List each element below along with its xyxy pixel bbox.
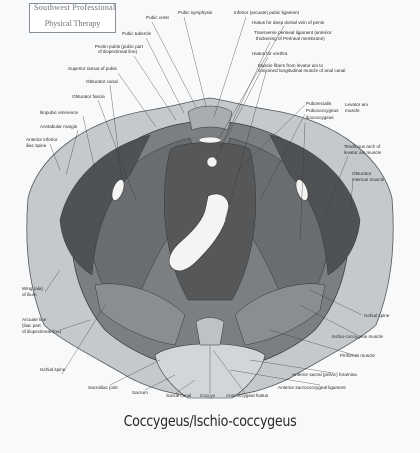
label-puborectalis: Puborectalis	[306, 101, 332, 106]
label-sacroiliac-joint: Sacroiliac joint	[88, 385, 118, 390]
label-anococcygeal: Anococcygeal hiatus	[226, 393, 269, 398]
dorsal-vein-hiatus	[199, 137, 221, 143]
label-hiatus-urethra: Hiatus for urethra	[252, 51, 288, 56]
label-piriformis: Piriformis muscle	[340, 353, 375, 358]
urethra-hiatus	[207, 157, 217, 167]
label-ischial-spine-left: Ischial spine	[40, 367, 66, 372]
label-arcuate-3: of iliopectineal line)	[22, 329, 62, 334]
label-levator-ani-2: muscle	[345, 108, 360, 113]
label-obturator-canal: Obturator canal	[86, 79, 118, 84]
label-tendinous-arch-2: levator ani muscle	[344, 150, 381, 155]
label-superior-ramus: Superior ramus of pubis	[68, 66, 117, 71]
label-transverse-perineal-1: Transverse perineal ligament (anterior	[254, 30, 332, 35]
label-anterior-inferior-2: iliac spine	[26, 143, 47, 148]
label-obturator-fascia: Obturator fascia	[72, 94, 105, 99]
label-anterior-sacrococcygeal: Anterior sacrococcygeal ligament	[278, 385, 346, 390]
label-sacrum: Sacrum	[132, 390, 148, 395]
label-ischio-coccygeus: Ischio-coccygeus muscle	[332, 334, 384, 339]
pubic-symphysis	[188, 106, 232, 130]
label-anterior-inferior-1: Anterior inferior	[26, 137, 58, 142]
label-pubic-crest: Pubic crest	[146, 15, 169, 20]
diagram-caption: Coccygeus/Ischio-coccygeus	[38, 412, 382, 430]
label-pubic-tubercle: Pubic tubercle	[122, 31, 152, 36]
label-hiatus-dorsal-vein: Hiatus for deep dorsal vein of penis	[252, 20, 325, 25]
label-wing-2: of ilium	[22, 292, 37, 297]
label-muscle-fibers-2: conjoined longitudinal muscle of anal ca…	[258, 68, 345, 73]
label-acetabular-margin: Acetabular margin	[40, 124, 78, 129]
label-transverse-perineal-2: thickening of Perineal membrane)	[256, 36, 325, 41]
label-pubococcygeus: Pubococcygeus	[306, 108, 339, 113]
label-wing-1: Wing (ala)	[22, 286, 43, 291]
label-anterior-sacral-foramina: Anterior sacral (pelvic) foramina	[292, 372, 357, 377]
label-iliopubic-eminence: Iliopubic eminence	[40, 110, 78, 115]
label-tendinous-arch-1: Tendinous arch of	[344, 144, 381, 149]
label-inferior-pubic-ligament: Inferior (arcuate) pubic ligament	[234, 10, 300, 15]
label-iliococcygeus: Iliococcygeus	[306, 115, 334, 120]
label-arcuate-2: (iliac part	[22, 323, 41, 328]
label-obturator-internus-2: internus muscle	[352, 177, 385, 182]
label-levator-ani-1: Levator ani	[345, 102, 368, 107]
label-ischial-spine-right: Ischial spine	[364, 313, 390, 318]
label-sacral-canal: Sacral canal	[166, 393, 191, 398]
label-pubic-symphysis: Pubic symphysis	[178, 10, 213, 15]
label-coccyx: Coccyx	[200, 393, 216, 398]
label-arcuate-1: Arcuate line	[22, 317, 47, 322]
label-obturator-internus-1: Obturator	[352, 171, 372, 176]
coccyx	[196, 318, 224, 346]
label-pectin-pubis-2: of iliopectineal line)	[98, 49, 138, 54]
